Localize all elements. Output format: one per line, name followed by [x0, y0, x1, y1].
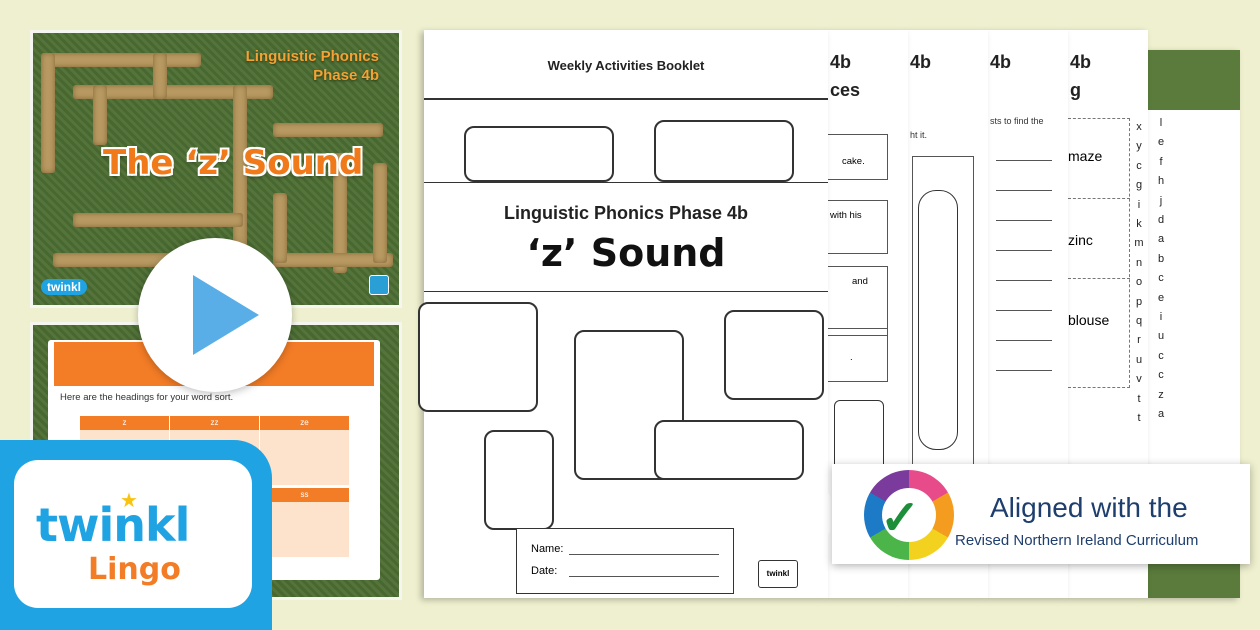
page5-heading-b: g: [1070, 80, 1081, 100]
slide-title: The ‘z’ Sound: [103, 143, 364, 183]
page4-heading: 4b: [990, 52, 1012, 72]
name-line: [569, 554, 719, 555]
cover-title-band: Linguistic Phonics Phase 4b ‘z’ Sound: [424, 182, 828, 292]
page3-heading: 4b: [910, 52, 932, 72]
word-maze: maze: [1068, 148, 1103, 164]
play-icon: [193, 275, 259, 355]
table-cell: [260, 430, 350, 486]
heading-ze: ze: [260, 416, 350, 430]
curriculum-ring-icon: [864, 470, 954, 560]
blank-line-2: with his: [830, 210, 862, 221]
blank-line-1: cake.: [842, 156, 865, 167]
heading-z: z: [80, 416, 170, 430]
booklet-cover[interactable]: Weekly Activities Booklet Linguistic Pho…: [418, 30, 828, 598]
play-button[interactable]: [138, 238, 292, 392]
page5-heading-a: 4b: [1070, 52, 1092, 72]
name-date-box: Name: Date:: [516, 528, 734, 594]
star-icon: ★: [120, 490, 138, 512]
title-slide[interactable]: Linguistic Phonics Phase 4b The ‘z’ Soun…: [30, 30, 402, 308]
booklet-label: Weekly Activities Booklet: [547, 58, 705, 73]
aligned-subheading: Revised Northern Ireland Curriculum: [955, 532, 1199, 549]
table-cell: [260, 502, 350, 558]
aligned-heading: Aligned with the: [990, 492, 1188, 523]
name-label: Name:: [531, 543, 564, 555]
slide-heading: Linguistic Phonics Phase 4b: [246, 47, 379, 85]
page3-instruction: ht it.: [910, 130, 928, 140]
cover-title: ‘z’ Sound: [526, 231, 726, 275]
word-zinc: zinc: [1068, 232, 1093, 248]
cover-subtitle: Linguistic Phonics Phase 4b: [503, 203, 749, 223]
page2-heading-b: ces: [830, 80, 861, 100]
heading-ss: ss: [260, 488, 350, 502]
lingo-logo-text: Lingo: [88, 552, 181, 587]
blank-line-4: .: [850, 352, 853, 363]
twinkl-lingo-logo-bg: [14, 460, 252, 608]
word-blouse: blouse: [1068, 312, 1110, 328]
checkmark-icon: ✓: [880, 492, 921, 545]
date-line: [569, 576, 719, 577]
page4-instruction: sts to find the: [990, 116, 1044, 126]
slide-heading-line1: Linguistic Phonics: [245, 48, 379, 65]
cover-footer-logo: twinkl: [758, 560, 798, 588]
twinkl-mini-logo: twinkl: [41, 279, 88, 295]
date-label: Date:: [531, 565, 558, 577]
blank-line-3: and: [852, 276, 868, 287]
slide-heading-line2: Phase 4b: [313, 67, 379, 84]
twinkl-logo-text: twinkl: [36, 498, 190, 552]
sheet-instruction: Here are the headings for your word sort…: [60, 392, 234, 403]
curriculum-mini-badge: [369, 275, 389, 295]
page2-heading-a: 4b: [830, 52, 852, 72]
heading-zz: zz: [170, 416, 260, 430]
